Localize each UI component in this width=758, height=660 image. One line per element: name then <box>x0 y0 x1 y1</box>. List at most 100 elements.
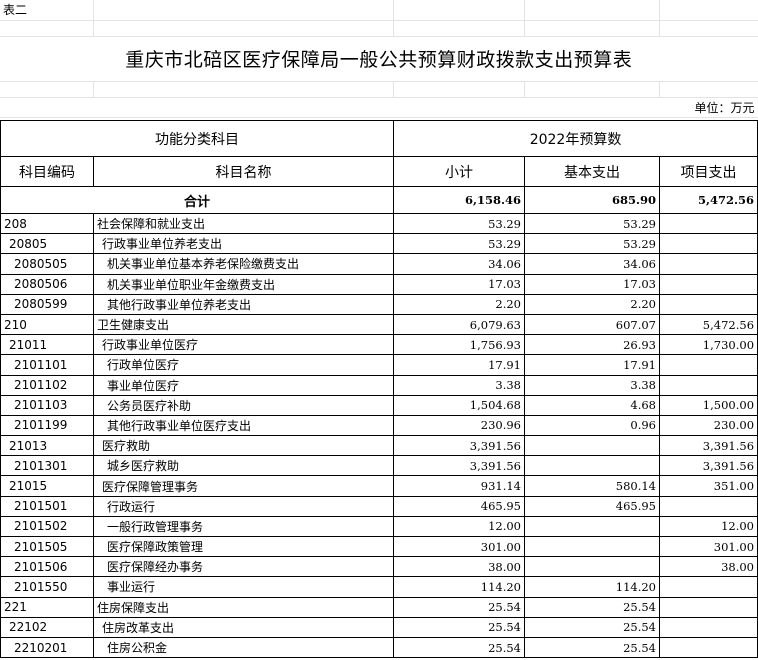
row-name: 事业单位医疗 <box>93 374 394 396</box>
row-basic: 465.95 <box>524 495 660 517</box>
row-basic <box>524 435 660 457</box>
row-code: 2210201 <box>0 636 94 659</box>
row-subtotal: 34.06 <box>393 253 525 275</box>
row-subtotal: 25.54 <box>393 616 525 638</box>
row-name: 卫生健康支出 <box>93 313 394 336</box>
row-basic <box>524 455 660 477</box>
row-name: 城乡医疗救助 <box>93 455 394 477</box>
row-project: 38.00 <box>658 556 758 578</box>
row-name: 其他行政事业单位养老支出 <box>93 293 394 315</box>
row-basic: 25.54 <box>524 636 660 659</box>
row-subtotal: 3.38 <box>393 374 525 396</box>
row-name: 住房公积金 <box>93 636 394 659</box>
row-code: 2080599 <box>0 293 94 315</box>
row-name: 住房保障支出 <box>93 596 394 618</box>
row-subtotal: 2.20 <box>393 293 525 315</box>
row-code: 208 <box>0 212 94 235</box>
row-project <box>658 374 758 396</box>
row-subtotal: 17.91 <box>393 354 525 376</box>
row-name: 行政事业单位养老支出 <box>93 233 394 255</box>
row-basic: 2.20 <box>524 293 660 315</box>
row-code: 2080506 <box>0 273 94 295</box>
total-project: 5,472.56 <box>658 186 758 214</box>
row-basic: 3.38 <box>524 374 660 396</box>
row-name: 机关事业单位基本养老保险缴费支出 <box>93 253 394 275</box>
row-project <box>658 576 758 598</box>
row-basic: 0.96 <box>524 414 660 437</box>
header-category: 功能分类科目 <box>0 120 394 157</box>
row-project <box>658 212 758 235</box>
row-subtotal: 3,391.56 <box>393 455 525 477</box>
row-name: 其他行政事业单位医疗支出 <box>93 414 394 437</box>
row-name: 住房改革支出 <box>93 616 394 638</box>
row-name: 公务员医疗补助 <box>93 394 394 416</box>
row-basic: 114.20 <box>524 576 660 598</box>
header-budget: 2022年预算数 <box>392 120 758 157</box>
row-code: 2101501 <box>0 495 94 517</box>
row-subtotal: 301.00 <box>393 535 525 558</box>
total-label: 合计 <box>0 186 394 214</box>
row-name: 医疗保障管理事务 <box>93 475 394 497</box>
sheet-label: 表二 <box>0 0 94 21</box>
row-subtotal: 3,391.56 <box>393 435 525 457</box>
row-code: 22102 <box>0 616 94 638</box>
row-code: 2101301 <box>0 455 94 477</box>
row-subtotal: 38.00 <box>393 556 525 578</box>
row-project: 3,391.56 <box>658 455 758 477</box>
row-subtotal: 53.29 <box>393 233 525 255</box>
header-name: 科目名称 <box>93 156 394 187</box>
row-subtotal: 114.20 <box>393 576 525 598</box>
row-basic: 34.06 <box>524 253 660 275</box>
row-subtotal: 17.03 <box>393 273 525 295</box>
header-basic: 基本支出 <box>524 156 660 187</box>
row-project <box>658 273 758 295</box>
row-name: 社会保障和就业支出 <box>93 212 394 235</box>
row-subtotal: 12.00 <box>393 515 525 538</box>
row-code: 210 <box>0 313 94 336</box>
row-name: 医疗保障经办事务 <box>93 556 394 578</box>
row-project <box>658 253 758 275</box>
row-basic: 17.91 <box>524 354 660 376</box>
row-basic: 26.93 <box>524 334 660 356</box>
row-name: 行政单位医疗 <box>93 354 394 376</box>
row-subtotal: 1,504.68 <box>393 394 525 416</box>
header-subtotal: 小计 <box>393 156 525 187</box>
row-basic <box>524 515 660 538</box>
row-name: 事业运行 <box>93 576 394 598</box>
row-project <box>658 616 758 638</box>
row-basic: 53.29 <box>524 233 660 255</box>
row-project <box>658 495 758 517</box>
row-basic: 25.54 <box>524 596 660 618</box>
row-basic: 4.68 <box>524 394 660 416</box>
row-project <box>658 354 758 376</box>
row-code: 2101199 <box>0 414 94 437</box>
row-subtotal: 230.96 <box>393 414 525 437</box>
row-project: 230.00 <box>658 414 758 437</box>
row-code: 21015 <box>0 475 94 497</box>
row-code: 2101103 <box>0 394 94 416</box>
row-code: 221 <box>0 596 94 618</box>
row-project: 5,472.56 <box>658 313 758 336</box>
row-code: 2101101 <box>0 354 94 376</box>
total-row: 合计 6,158.46 685.90 5,472.56 <box>0 186 758 214</box>
row-project <box>658 596 758 618</box>
row-project: 351.00 <box>658 475 758 497</box>
